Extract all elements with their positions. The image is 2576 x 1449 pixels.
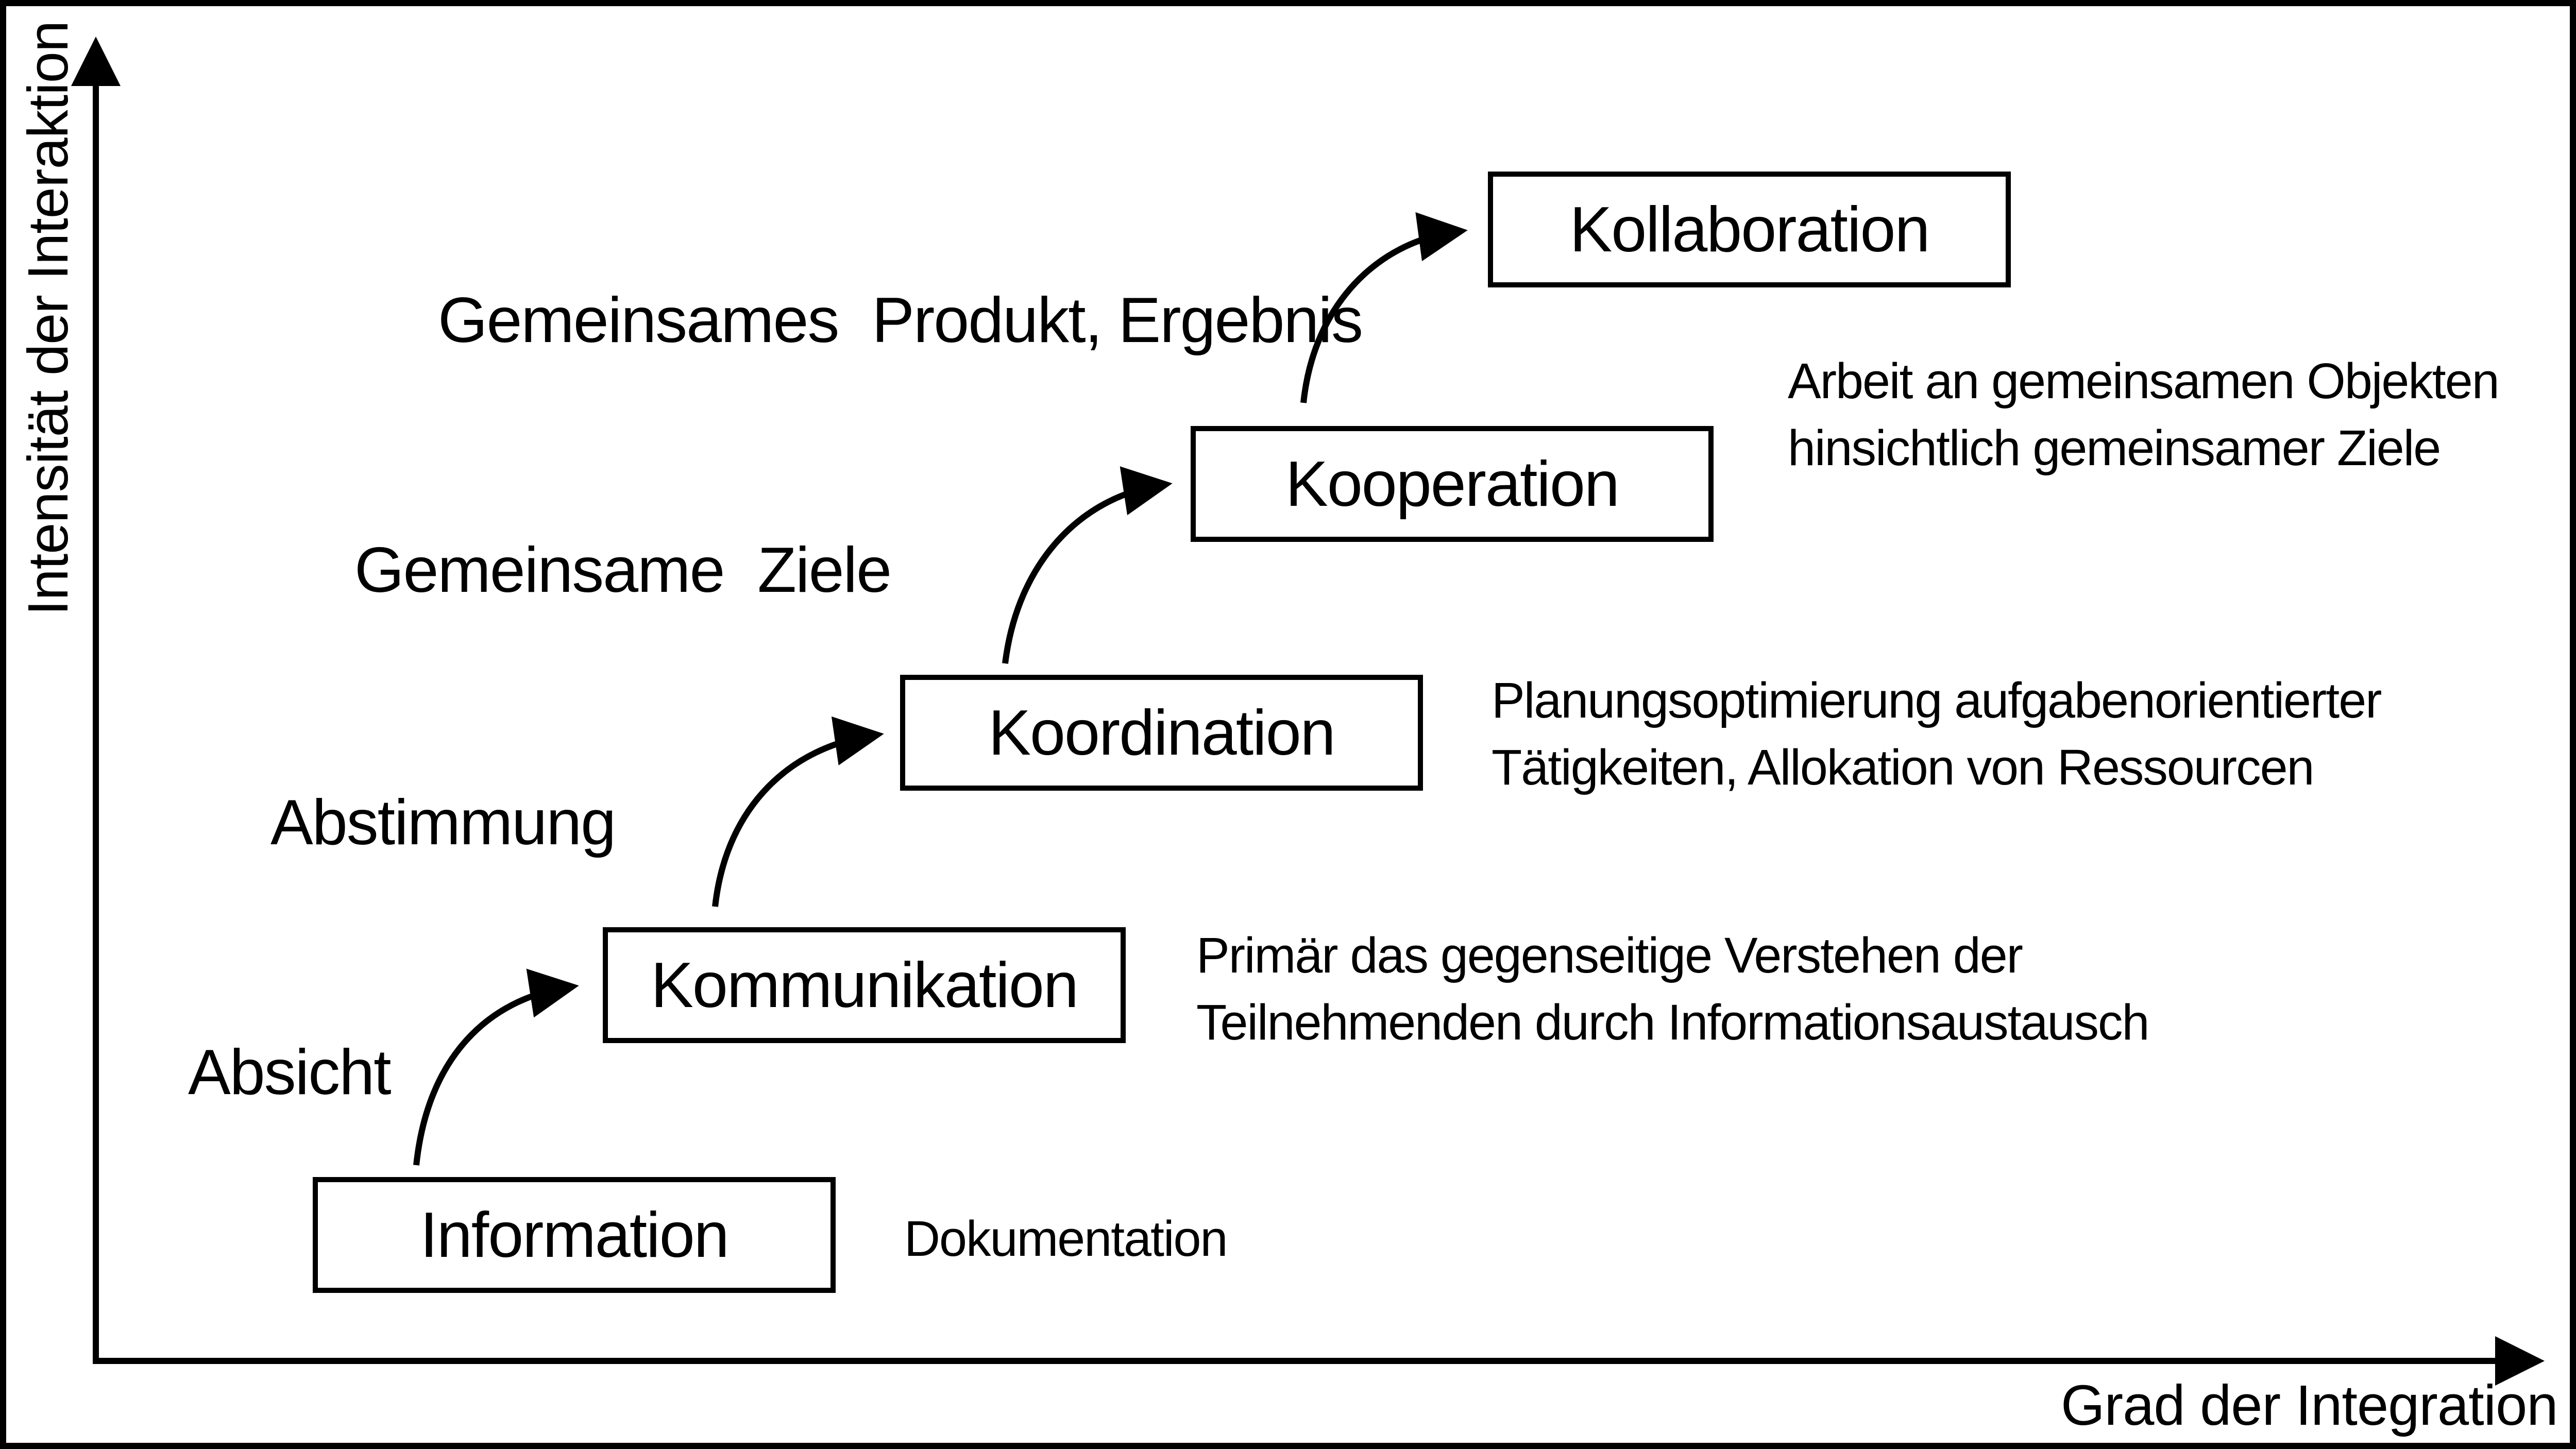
description-information-line-1: Dokumentation	[904, 1211, 1228, 1267]
description-kollaboration-line-2: hinsichtlich gemeinsamer Ziele	[1788, 420, 2441, 476]
stage-information: Information	[313, 1177, 836, 1293]
transition-label-gemeinsames-produkt: Gemeinsames Produkt, Ergebnis	[438, 285, 1363, 356]
stage-kollaboration-label: Kollaboration	[1569, 194, 1930, 265]
stage-koordination: Koordination	[900, 675, 1423, 791]
arrow-koordination-to-kooperation	[1002, 466, 1173, 664]
stage-koordination-label: Koordination	[988, 697, 1335, 769]
description-information: Dokumentation	[904, 1205, 1228, 1272]
description-koordination: Planungsoptimierung aufgabenorientierter…	[1492, 667, 2382, 801]
arrow-kommunikation-to-koordination	[712, 716, 884, 907]
stage-kommunikation: Kommunikation	[603, 927, 1126, 1043]
description-kommunikation-line-2: Teilnehmenden durch Informationsaustausc…	[1196, 994, 2149, 1050]
arrow-kooperation-to-kollaboration	[1300, 212, 1468, 403]
stage-information-label: Information	[420, 1199, 729, 1271]
description-kollaboration-line-1: Arbeit an gemeinsamen Objekten	[1788, 353, 2500, 409]
description-kollaboration: Arbeit an gemeinsamen Objekten hinsichtl…	[1788, 348, 2500, 482]
transition-label-gemeinsame-ziele: Gemeinsame Ziele	[354, 535, 892, 606]
x-axis-label: Grad der Integration	[2061, 1374, 2558, 1437]
description-kommunikation: Primär das gegenseitige Verstehen der Te…	[1196, 922, 2149, 1056]
stage-kooperation-label: Kooperation	[1285, 448, 1620, 520]
stage-kooperation: Kooperation	[1191, 426, 1714, 542]
stage-kommunikation-label: Kommunikation	[651, 949, 1079, 1021]
y-axis-label: Intensität der Interaktion	[16, 21, 80, 616]
stage-kollaboration: Kollaboration	[1488, 172, 2011, 287]
description-koordination-line-2: Tätigkeiten, Allokation von Ressourcen	[1492, 739, 2315, 795]
transition-label-abstimmung: Abstimmung	[270, 787, 616, 858]
description-kommunikation-line-1: Primär das gegenseitige Verstehen der	[1196, 927, 2023, 983]
description-koordination-line-1: Planungsoptimierung aufgabenorientierter	[1492, 672, 2382, 728]
arrow-information-to-kommunikation	[413, 968, 579, 1166]
transition-label-absicht: Absicht	[188, 1037, 392, 1108]
